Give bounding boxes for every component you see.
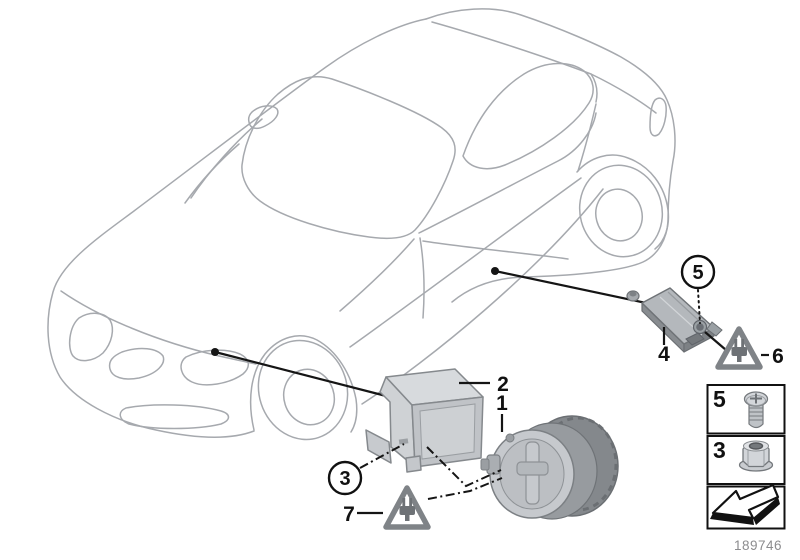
siren-slot-cross bbox=[516, 461, 549, 476]
assembly-line-connector-siren bbox=[427, 477, 503, 500]
callout-2[interactable]: 2 bbox=[497, 373, 509, 396]
plug-prong bbox=[409, 498, 412, 507]
car-front-wheel bbox=[257, 339, 349, 441]
arrow-shadow bbox=[753, 497, 780, 525]
car-rear-wheel bbox=[578, 164, 664, 258]
callout-3-circled[interactable]: 3 bbox=[327, 460, 363, 496]
car-bumper-line bbox=[60, 290, 257, 365]
plug-body bbox=[731, 347, 747, 356]
legend-screw-label: 5 bbox=[713, 386, 726, 412]
car-side-window bbox=[462, 62, 594, 170]
plug-prong bbox=[734, 339, 738, 348]
direction-arrow-icon bbox=[710, 483, 780, 525]
legend-nut-label: 3 bbox=[713, 437, 726, 463]
plug-body bbox=[399, 506, 415, 515]
assembly-line-unit-connector bbox=[704, 331, 727, 351]
leader-line bbox=[494, 269, 647, 305]
leader-line bbox=[214, 350, 391, 399]
car-line bbox=[590, 73, 657, 114]
car-mirror bbox=[247, 105, 279, 130]
screw-head bbox=[696, 323, 704, 331]
car-hood-crease bbox=[190, 118, 263, 199]
car-rear-wheel-hub bbox=[595, 188, 643, 242]
assembly-line-screw bbox=[697, 289, 701, 324]
car-kidney-grille bbox=[68, 312, 114, 362]
bracket-tab bbox=[405, 455, 422, 473]
callout-circle bbox=[327, 460, 363, 496]
car-line bbox=[425, 8, 676, 222]
car-rear-light bbox=[649, 97, 667, 137]
bracket-part[interactable] bbox=[365, 368, 484, 473]
siren-part[interactable] bbox=[480, 415, 619, 520]
callout-3: 3 bbox=[339, 468, 350, 490]
car-front-wheel-arch bbox=[249, 335, 358, 433]
control-unit-bushing-hole bbox=[629, 291, 637, 297]
siren-bolt bbox=[505, 433, 515, 443]
plug-pin bbox=[737, 356, 742, 362]
nut-hole bbox=[748, 442, 764, 450]
legend-cell-screw: 5 bbox=[706, 384, 786, 435]
connector-stub bbox=[685, 332, 705, 346]
callout-4[interactable]: 4 bbox=[658, 343, 670, 366]
siren-connector-stud bbox=[480, 458, 490, 471]
plug-prong bbox=[402, 498, 406, 507]
car-line bbox=[349, 177, 582, 348]
plug-pin bbox=[405, 515, 410, 521]
diagram-number: 189746 bbox=[734, 538, 782, 553]
power-plug-icon bbox=[731, 339, 747, 362]
callout-5-circled[interactable]: 5 bbox=[680, 254, 716, 290]
car-front-wheel-hub bbox=[282, 368, 336, 426]
bracket-flange bbox=[365, 429, 392, 464]
callout-1[interactable]: 1 bbox=[496, 392, 508, 415]
car-outline-sketch bbox=[47, 8, 676, 441]
car-roof-edge bbox=[431, 21, 598, 103]
bracket-inner-face bbox=[419, 403, 476, 460]
car-headlight bbox=[180, 349, 249, 386]
callout-7[interactable]: 7 bbox=[343, 503, 355, 526]
bracket-slot bbox=[398, 438, 409, 445]
warning-triangle-rear bbox=[715, 326, 763, 370]
arrow-shadow bbox=[710, 513, 754, 525]
legend-cell-border bbox=[706, 384, 786, 435]
callout-5: 5 bbox=[692, 262, 703, 284]
car-air-intake bbox=[119, 404, 230, 430]
car-line bbox=[361, 188, 604, 405]
legend-cell-nut: 3 bbox=[706, 435, 786, 485]
plug-prong bbox=[741, 339, 744, 348]
control-unit-tab bbox=[706, 321, 723, 337]
car-line bbox=[422, 240, 569, 260]
power-plug-icon bbox=[399, 498, 415, 521]
control-unit-part[interactable] bbox=[626, 287, 723, 353]
car-line bbox=[451, 220, 669, 303]
car-rear-wheel-arch bbox=[576, 154, 670, 250]
car-line bbox=[418, 112, 597, 234]
car-hood-crease bbox=[184, 143, 240, 204]
assembly-line-nut bbox=[359, 443, 405, 469]
screw-icon bbox=[743, 391, 769, 429]
callout-6[interactable]: 6 bbox=[772, 345, 784, 368]
car-line bbox=[47, 18, 427, 439]
callout-circle bbox=[680, 254, 716, 290]
car-windshield bbox=[241, 75, 456, 240]
leader-line-front bbox=[211, 348, 391, 399]
legend-cell-arrow bbox=[706, 483, 786, 530]
assembly-line-bracket-siren bbox=[426, 446, 502, 488]
car-line bbox=[577, 103, 597, 172]
flange-nut-icon bbox=[738, 440, 774, 472]
legend-box: 5 3 bbox=[706, 384, 786, 530]
car-line bbox=[339, 238, 415, 312]
warning-triangle-front bbox=[383, 485, 431, 530]
car-door-line bbox=[419, 237, 425, 319]
leader-line-rear bbox=[491, 267, 647, 305]
arrow-outline bbox=[711, 483, 780, 520]
car-kidney-grille bbox=[108, 347, 165, 380]
